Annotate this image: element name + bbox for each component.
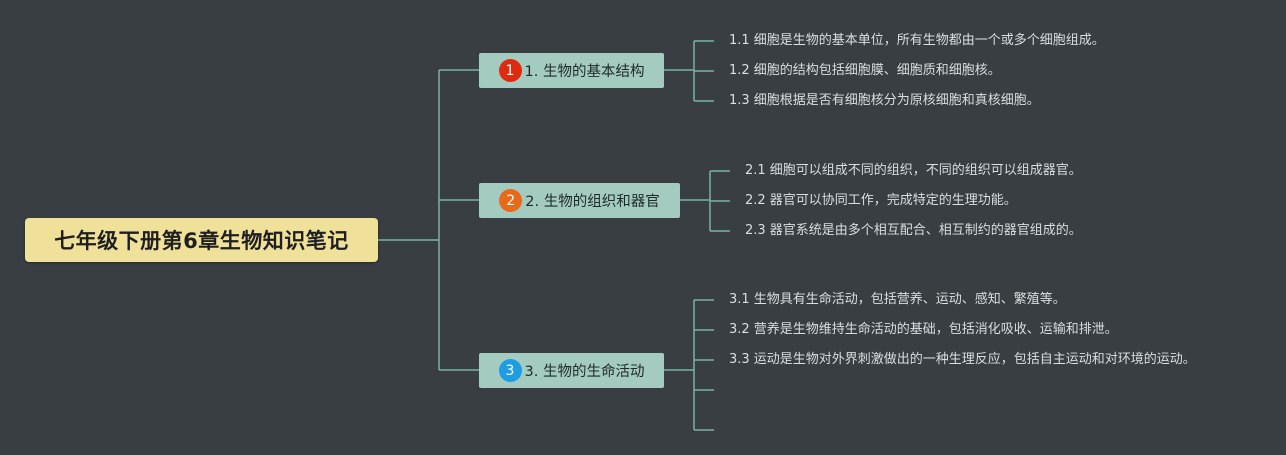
leaf-topic[interactable]: 1.2 细胞的结构包括细胞膜、细胞质和细胞核。: [729, 63, 1001, 78]
leaf-topic[interactable]: 3.1 生物具有生命活动，包括营养、运动、感知、繁殖等。: [729, 292, 1066, 307]
number-badge-icon: 3: [498, 359, 522, 382]
number-badge-icon: 1: [498, 59, 522, 82]
number-badge-icon: 2: [499, 189, 523, 212]
leaf-topic[interactable]: 2.1 细胞可以组成不同的组织，不同的组织可以组成器官。: [745, 163, 1082, 178]
leaf-topic[interactable]: 1.3 细胞根据是否有细胞核分为原核细胞和真核细胞。: [729, 93, 1040, 108]
leaf-topic[interactable]: 3.2 营养是生物维持生命活动的基础，包括消化吸收、运输和排泄。: [729, 322, 1118, 337]
leaf-topic[interactable]: 2.3 器官系统是由多个相互配合、相互制约的器官组成的。: [745, 223, 1082, 238]
branch-topic-label: 2. 生物的组织和器官: [525, 194, 660, 210]
root-topic[interactable]: 七年级下册第6章生物知识笔记: [25, 218, 378, 262]
branch-topic-label: 1. 生物的基本结构: [524, 64, 645, 80]
branch-topic-label: 3. 生物的生命活动: [524, 364, 645, 380]
leaf-topic[interactable]: 3.3 运动是生物对外界刺激做出的一种生理反应，包括自主运动和对环境的运动。: [729, 352, 1196, 367]
leaf-topic[interactable]: 1.1 细胞是生物的基本单位，所有生物都由一个或多个细胞组成。: [729, 33, 1105, 48]
root-topic-title: 七年级下册第6章生物知识笔记: [54, 229, 349, 253]
leaf-topic[interactable]: 2.2 器官可以协同工作，完成特定的生理功能。: [745, 193, 1017, 208]
